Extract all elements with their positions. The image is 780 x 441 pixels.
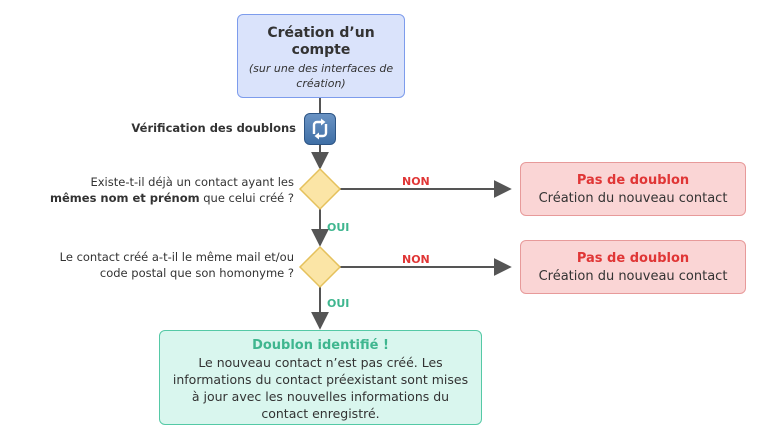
duplicate-box: Doublon identifié ! Le nouveau contact n… xyxy=(159,330,482,425)
no-duplicate-text-2: Création du nouveau contact xyxy=(538,269,728,284)
question-2-line1: Le contact créé a-t-il le même mail et/o… xyxy=(59,250,294,264)
question-1-line2: mêmes nom et prénom que celui créé ? xyxy=(20,190,294,206)
question-1-bold: mêmes nom et prénom xyxy=(50,191,200,205)
question-2-line2: code postal que son homonyme ? xyxy=(99,266,294,280)
no-duplicate-box-1: Pas de doublon Création du nouveau conta… xyxy=(520,162,746,216)
sync-icon xyxy=(304,113,336,145)
decision-diamond-1 xyxy=(298,167,342,211)
no-duplicate-title-1: Pas de doublon xyxy=(576,173,690,188)
no-duplicate-title-2: Pas de doublon xyxy=(576,251,690,266)
no-duplicate-text-1: Création du nouveau contact xyxy=(538,191,728,206)
start-box: Création d’un compte (sur une des interf… xyxy=(237,14,405,98)
question-1: Existe-t-il déjà un contact ayant les mê… xyxy=(20,174,294,206)
question-2: Le contact créé a-t-il le même mail et/o… xyxy=(20,249,294,281)
duplicate-text: Le nouveau contact n’est pas créé. Les i… xyxy=(172,355,469,421)
yes-label-1: OUI xyxy=(327,221,350,234)
yes-label-2: OUI xyxy=(327,297,350,310)
no-label-2: NON xyxy=(402,253,430,266)
no-label-1: NON xyxy=(402,175,430,188)
verification-label: Vérification des doublons xyxy=(131,121,296,135)
duplicate-title: Doublon identifié ! xyxy=(252,338,389,353)
question-1-line1: Existe-t-il déjà un contact ayant les xyxy=(90,175,294,189)
decision-diamond-2 xyxy=(298,245,342,289)
start-title: Création d’un compte xyxy=(267,25,375,58)
start-subtitle: (sur une des interfaces de création) xyxy=(248,62,394,90)
no-duplicate-box-2: Pas de doublon Création du nouveau conta… xyxy=(520,240,746,294)
question-1-rest: que celui créé ? xyxy=(199,191,294,205)
